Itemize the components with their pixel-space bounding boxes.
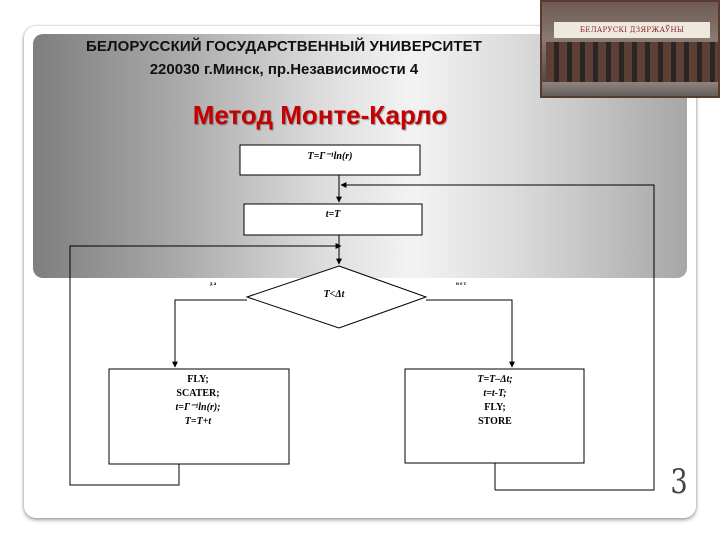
box-assign-label: t=T <box>326 209 341 220</box>
box-init-label: T=Г⁻¹ln(r) <box>307 151 352 162</box>
box-right-line-4: STORE <box>478 416 512 427</box>
branch-yes <box>172 299 247 368</box>
box-assign <box>243 203 423 236</box>
page-number: 3 <box>670 462 688 502</box>
box-left-line-4: T=T+t <box>185 416 213 427</box>
box-left-line-1: FLY; <box>187 374 209 385</box>
no-label: н е т <box>456 282 467 287</box>
box-fly-scatter <box>108 368 290 465</box>
box-right-line-1: T=T–Δt; <box>477 374 512 385</box>
yes-label: д а <box>210 282 217 287</box>
decision-label: T<Δt <box>324 289 346 300</box>
box-init <box>239 144 421 176</box>
decision-diamond <box>245 265 428 329</box>
box-left-line-3: t=Г⁻¹ln(r); <box>175 402 220 413</box>
university-building-photo: БЕЛАРУСКІ ДЗЯРЖАЎНЫ УНІВЕРСІТЭТ <box>540 0 720 98</box>
slide-title: Метод Монте-Карло <box>192 100 448 130</box>
university-name: БЕЛОРУССКИЙ ГОСУДАРСТВЕННЫЙ УНИВЕРСИТЕТ <box>85 38 482 55</box>
branch-no <box>426 299 515 368</box>
university-address: 220030 г.Минск, пр.Независимости 4 <box>149 61 419 78</box>
building-facade <box>546 42 718 82</box>
loop-left <box>69 243 342 486</box>
loop-right <box>340 182 655 491</box>
box-right-line-2: t=t-T; <box>483 388 506 399</box>
building-steps <box>542 82 718 96</box>
box-left-line-2: SCATER; <box>176 388 219 399</box>
box-right-line-3: FLY; <box>484 402 506 413</box>
